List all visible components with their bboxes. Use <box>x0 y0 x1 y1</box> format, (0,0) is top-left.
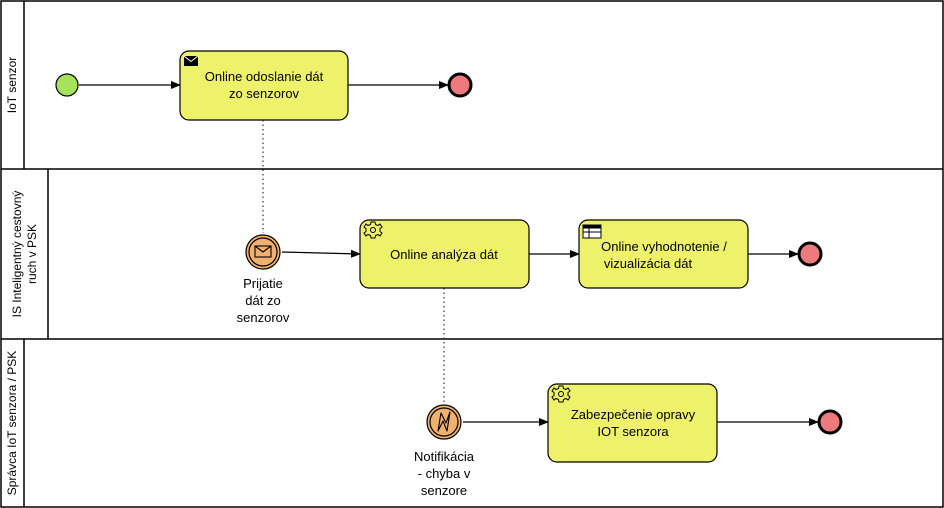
start-event[interactable] <box>55 73 79 97</box>
gear-icon <box>363 221 383 239</box>
event-receive-label-line2: dát zo <box>245 293 280 308</box>
task-analyze-data[interactable]: Online analýza dát <box>359 219 530 289</box>
end-event-admin[interactable] <box>817 409 843 435</box>
event-receive-label-line1: Prijatie <box>243 276 283 291</box>
sequence-flow-receive-analyze[interactable] <box>281 249 361 258</box>
lightning-icon <box>437 411 451 432</box>
end-event-is[interactable] <box>797 241 823 267</box>
intermediate-event-receive[interactable] <box>245 234 281 270</box>
lane-label-iot-senzor: IoT senzor <box>5 57 19 113</box>
event-notify-label-line3: senzore <box>421 483 467 498</box>
envelope-icon <box>254 245 272 258</box>
task-evaluate-label-line1: Online vyhodnotenie / <box>601 239 727 254</box>
task-repair-sensor[interactable]: Zabezpečenie opravy IOT senzora <box>547 383 718 463</box>
lane-label-is-line2: ruch v PSK <box>25 224 39 284</box>
task-repair-label-line1: Zabezpečenie opravy <box>571 407 696 422</box>
event-receive-label-line3: senzorov <box>237 310 290 325</box>
task-repair-label-line2: IOT senzora <box>597 424 669 439</box>
event-notify-label-line2: - chyba v <box>418 466 471 481</box>
task-analyze-label: Online analýza dát <box>390 247 498 262</box>
lane-label-is-line1: IS Inteligentný cestovný <box>10 191 24 318</box>
event-notify-label-line1: Notifikácia <box>414 449 475 464</box>
lane-label-is: IS Inteligentný cestovný ruch v PSK <box>10 191 39 318</box>
task-evaluate-data[interactable]: Online vyhodnotenie / vizualizácia dát <box>578 219 749 289</box>
intermediate-event-notify[interactable] <box>426 404 462 440</box>
table-icon <box>582 224 602 239</box>
envelope-filled-icon <box>183 55 199 66</box>
end-event-iot[interactable] <box>447 72 473 98</box>
task-send-label-line1: Online odoslanie dát <box>205 69 324 84</box>
task-send-data[interactable]: Online odoslanie dát zo senzorov <box>179 50 349 121</box>
task-send-label-line2: zo senzorov <box>229 86 300 101</box>
gear-icon <box>551 385 571 403</box>
lane-label-spravca: Správca IoT senzora / PSK <box>5 351 19 496</box>
task-evaluate-label-line2: vizualizácia dát <box>604 256 693 271</box>
